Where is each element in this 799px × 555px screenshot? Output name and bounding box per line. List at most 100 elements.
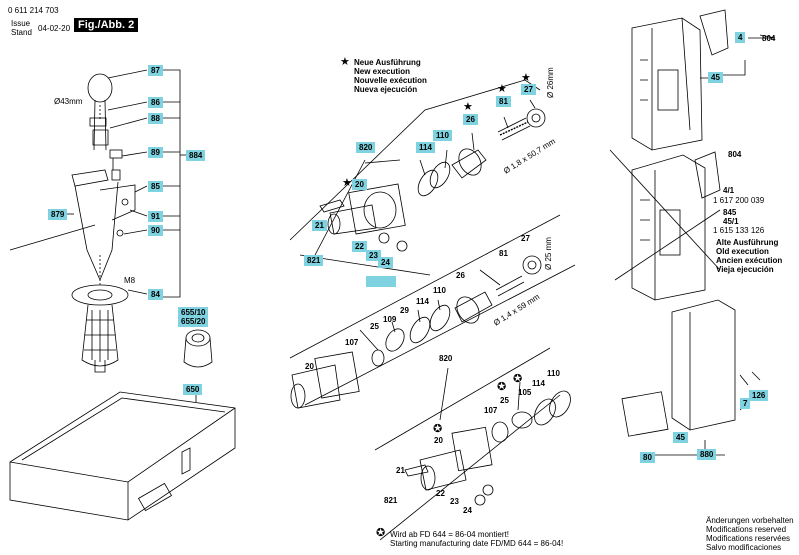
part-badge-879[interactable]: 879 (48, 209, 68, 220)
part-badge-821[interactable]: 821 (304, 255, 324, 266)
left-leader-lines (60, 69, 186, 298)
part-badge-84[interactable]: 84 (148, 289, 163, 300)
part-ref-45-1: 45/1 (723, 217, 739, 226)
part-label-22: 22 (436, 489, 445, 498)
part-badge-650[interactable]: 650 (183, 384, 203, 395)
part-label-114b: 114 (532, 379, 545, 388)
part-badge-880[interactable]: 880 (697, 449, 717, 460)
star-outline-icon: ✪ (497, 381, 507, 393)
part-label-29: 29 (400, 306, 409, 315)
star-icon: ★ (342, 177, 352, 189)
changes-es: Salvo modificaciones (706, 543, 782, 552)
star-icon: ★ (521, 72, 531, 84)
part-badge-89[interactable]: 89 (148, 147, 163, 158)
part-label-110: 110 (433, 286, 446, 295)
document-number: 0 611 214 703 (8, 6, 59, 15)
part-badge-126[interactable]: 126 (749, 390, 769, 401)
star-outline-icon: ✪ (376, 527, 386, 539)
housing-bottom (621, 299, 761, 437)
stand-label: Stand (11, 28, 32, 37)
part-badge-110[interactable]: 110 (433, 130, 452, 141)
part-label-110b: 110 (547, 369, 560, 378)
part-badge-26[interactable]: 26 (463, 114, 478, 125)
part-label-820: 820 (439, 354, 453, 363)
dim-25mm: Ø 25 mm (544, 237, 553, 270)
part-badge-91[interactable]: 91 (148, 211, 163, 222)
part-label-804a: 804 (762, 34, 776, 43)
housing-top (631, 9, 729, 151)
changes-en: Modifications reserved (706, 525, 787, 534)
footnote-en: Starting manufacturing date FD/MD 644 = … (390, 539, 564, 548)
legend-new-de: Neue Ausführung (354, 58, 421, 67)
part-badge-88[interactable]: 88 (148, 113, 163, 124)
changes-de: Änderungen vorbehalten (706, 516, 794, 525)
part-ref-845: 845 (723, 208, 737, 217)
part-badge-21[interactable]: 21 (312, 220, 327, 231)
legend-new-es: Nueva ejecución (354, 85, 418, 94)
footnote-de: Wird ab FD 644 = 86-04 montiert! (390, 530, 509, 539)
dim-43mm: Ø43mm (54, 97, 83, 106)
part-label-26: 26 (456, 271, 465, 280)
part-ref-4-1-number: 1 617 200 039 (713, 196, 765, 205)
legend-new-en: New execution (354, 67, 411, 76)
part-badge-blank[interactable] (366, 276, 396, 287)
part-badge-655-20[interactable]: 655/20 (178, 316, 209, 327)
part-label-105: 105 (518, 388, 532, 397)
dim-26mm: Ø 26mm (546, 67, 555, 98)
part-badge-22[interactable]: 22 (352, 241, 367, 252)
figure-label: Fig./Abb. 2 (74, 18, 139, 32)
legend-old-en: Old execution (716, 247, 769, 256)
side-handle-assembly (9, 73, 136, 373)
star-icon: ★ (463, 101, 473, 113)
part-badge-884[interactable]: 884 (186, 150, 206, 161)
part-badge-87[interactable]: 87 (148, 65, 163, 76)
carrying-case-650 (9, 391, 236, 521)
lower-assembly (374, 347, 571, 541)
part-ref-45-1-number: 1 615 133 126 (713, 226, 765, 235)
part-label-27: 27 (521, 234, 530, 243)
housing-middle (609, 149, 721, 301)
part-badge-114[interactable]: 114 (416, 142, 435, 153)
part-label-21: 21 (396, 466, 405, 475)
part-badge-45b[interactable]: 45 (673, 432, 688, 443)
rubber-cap-655 (183, 329, 213, 368)
part-label-20b: 20 (434, 436, 443, 445)
part-label-114: 114 (416, 297, 429, 306)
part-badge-45[interactable]: 45 (708, 72, 723, 83)
legend-old-fr: Ancien exécution (716, 256, 783, 265)
part-badge-4[interactable]: 4 (735, 32, 746, 43)
part-badge-27[interactable]: 27 (521, 84, 536, 95)
part-ref-4-1: 4/1 (723, 186, 735, 195)
new-execution-assembly (289, 79, 546, 276)
part-badge-23[interactable]: 23 (366, 250, 381, 261)
part-badge-820[interactable]: 820 (356, 142, 376, 153)
star-icon: ★ (497, 83, 507, 95)
part-label-25b: 25 (500, 396, 509, 405)
part-badge-81[interactable]: 81 (496, 96, 511, 107)
star-outline-icon: ✪ (513, 373, 523, 385)
issue-date: 04-02-20 (38, 24, 71, 33)
part-badge-90[interactable]: 90 (148, 225, 163, 236)
old-execution-assembly (289, 214, 576, 409)
issue-label: Issue (11, 19, 31, 28)
part-label-23: 23 (450, 497, 459, 506)
part-badge-86[interactable]: 86 (148, 97, 163, 108)
part-label-20a: 20 (305, 362, 314, 371)
legend-old-de: Alte Ausführung (716, 238, 779, 247)
part-badge-20[interactable]: 20 (352, 179, 367, 190)
part-label-804b: 804 (728, 150, 742, 159)
dim-m8: M8 (124, 276, 136, 285)
part-badge-80[interactable]: 80 (640, 452, 655, 463)
part-badge-24[interactable]: 24 (378, 257, 393, 268)
part-label-24: 24 (463, 506, 472, 515)
part-label-107b: 107 (484, 406, 498, 415)
part-badge-655-10[interactable]: 655/10 (178, 307, 209, 318)
star-icon: ★ (340, 56, 350, 68)
part-badge-85[interactable]: 85 (148, 181, 163, 192)
part-label-109: 109 (383, 315, 397, 324)
changes-fr: Modifications reservées (706, 534, 791, 543)
legend-new-fr: Nouvelle exécution (354, 76, 427, 85)
part-badge-7[interactable]: 7 (740, 398, 751, 409)
